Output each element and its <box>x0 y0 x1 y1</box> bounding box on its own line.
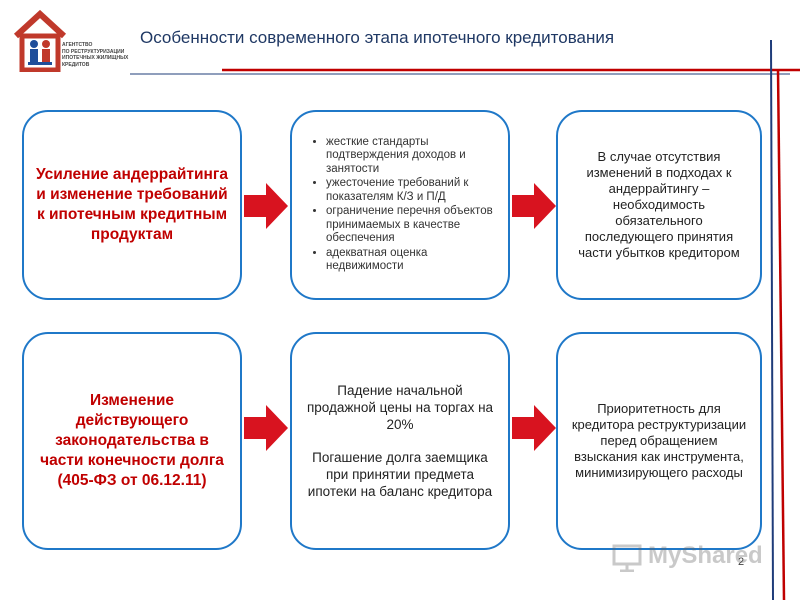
losses-box: В случае отсутствия изменений в подходах… <box>556 110 762 300</box>
arrow-right-icon <box>512 405 556 451</box>
list-item: ограничение перечня объектов принимаемых… <box>326 205 498 246</box>
arrow-right-icon <box>244 183 288 229</box>
header-divider-lines <box>130 68 800 75</box>
legislation-text: Изменение действующего законодательства … <box>40 392 224 489</box>
presentation-icon <box>612 544 642 572</box>
agency-logo: Агентство по реструктуризации ипотечных … <box>10 6 128 74</box>
list-item: ужесточение требований к показателям К/З… <box>326 177 498 204</box>
requirements-list: жесткие стандарты подтверждения доходов … <box>292 136 508 275</box>
underwriting-box: Усиление андеррайтинга и изменение требо… <box>22 110 242 300</box>
list-item: адекватная оценка недвижимости <box>326 247 498 274</box>
arrow-right-icon <box>244 405 288 451</box>
house-logo-icon <box>13 9 67 72</box>
restructuring-box: Приоритетность для кредитора реструктури… <box>556 332 762 550</box>
price-drop-text: Падение начальной продажной цены на торг… <box>306 383 494 499</box>
losses-text: В случае отсутствия изменений в подходах… <box>578 149 740 260</box>
underwriting-text: Усиление андеррайтинга и изменение требо… <box>36 166 228 243</box>
list-item: жесткие стандарты подтверждения доходов … <box>326 136 498 177</box>
page-title: Особенности современного этапа ипотечног… <box>140 28 615 47</box>
page-number: 2 <box>738 556 745 568</box>
requirements-box: жесткие стандарты подтверждения доходов … <box>290 110 510 300</box>
side-accent-lines <box>770 40 786 600</box>
restructuring-text: Приоритетность для кредитора реструктури… <box>571 401 747 480</box>
logo-text: Агентство по реструктуризации ипотечных … <box>62 42 129 68</box>
price-drop-box: Падение начальной продажной цены на торг… <box>290 332 510 550</box>
watermark-text: MyShared <box>648 542 763 569</box>
legislation-box: Изменение действующего законодательства … <box>22 332 242 550</box>
watermark: MyShared <box>612 540 763 574</box>
arrow-right-icon <box>512 183 556 229</box>
